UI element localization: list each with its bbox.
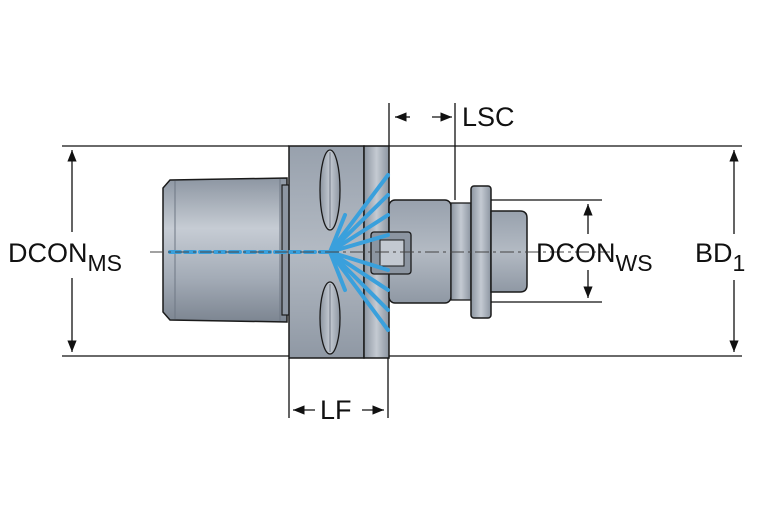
dim-lf — [288, 358, 389, 418]
label-dcon-ms: DCONMS — [8, 238, 122, 276]
label-lsc: LSC — [462, 102, 515, 132]
dim-lsc — [388, 103, 456, 200]
label-bd1: BD1 — [695, 238, 745, 276]
dim-dcon-ms — [62, 145, 289, 357]
dim-bd1 — [389, 145, 742, 357]
label-dcon-ws: DCONWS — [536, 238, 653, 276]
label-bd1-main: BD — [695, 238, 733, 268]
label-dcon-ws-main: DCON — [536, 238, 616, 268]
dim-dcon-ws — [491, 199, 602, 303]
label-dcon-ws-sub: WS — [616, 250, 653, 276]
label-dcon-ms-sub: MS — [88, 250, 123, 276]
label-bd1-sub: 1 — [733, 250, 746, 276]
coolant-channels — [168, 173, 390, 332]
machine-side-shank — [162, 177, 291, 323]
label-lf: LF — [320, 395, 352, 425]
label-dcon-ms-main: DCON — [8, 238, 88, 268]
